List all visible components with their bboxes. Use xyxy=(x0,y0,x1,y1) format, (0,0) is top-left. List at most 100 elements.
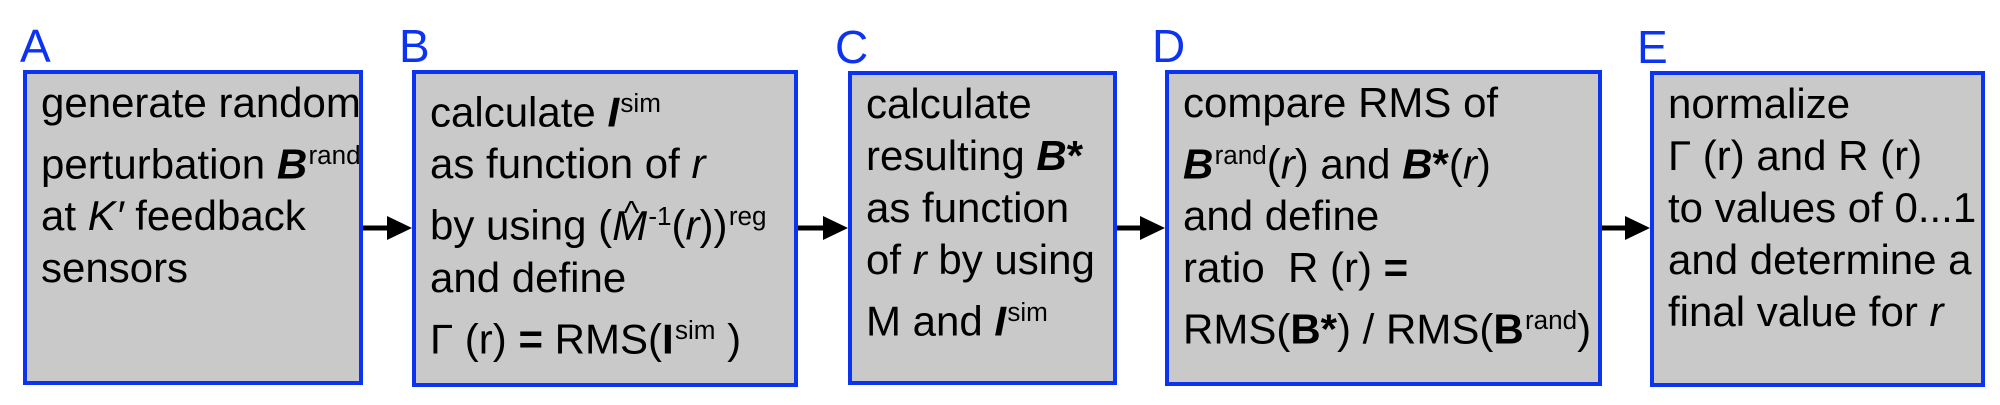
text-segment: normalize xyxy=(1668,80,1851,127)
step-label-d: D xyxy=(1152,20,1186,72)
text-segment: ( xyxy=(671,201,686,249)
flow-arrow-icon xyxy=(1117,215,1165,241)
text-line: final value for r xyxy=(1668,286,1981,338)
flow-arrow-icon xyxy=(1602,215,1650,241)
text-line: to values of 0...1 xyxy=(1668,182,1981,234)
text-segment: Γ (r) xyxy=(430,314,519,362)
text-segment: as function xyxy=(866,184,1070,231)
text-line: normalize xyxy=(1668,78,1981,130)
text-line: M and Isim xyxy=(866,286,1113,347)
text-segment: of xyxy=(866,236,913,283)
step-label-a: A xyxy=(20,20,51,72)
text-segment: -1 xyxy=(648,201,672,232)
text-segment: Γ (r) and R (r) xyxy=(1668,132,1923,179)
text-segment: and define xyxy=(430,253,627,301)
flow-arrow-icon xyxy=(798,215,848,241)
text-segment: B xyxy=(1402,140,1433,188)
text-segment: sim xyxy=(1007,297,1048,327)
text-line: by using (M^-1(r))reg xyxy=(430,190,794,251)
step-text-e: normalize Γ (r) and R (r) to values of 0..… xyxy=(1668,78,1981,338)
text-segment: r xyxy=(685,201,700,249)
text-segment: = xyxy=(1383,244,1409,292)
text-line: ratio R (r) = xyxy=(1183,242,1598,294)
text-line: resulting B* xyxy=(866,130,1113,182)
step-box-e: normalize Γ (r) and R (r) to values of 0..… xyxy=(1650,71,1985,387)
flow-arrow-icon xyxy=(363,215,412,241)
text-segment: * xyxy=(1066,132,1084,179)
step-label-e: E xyxy=(1637,21,1668,73)
text-segment: r xyxy=(1280,140,1295,188)
text-segment: generate random xyxy=(41,79,361,126)
text-line: sensors xyxy=(41,242,359,294)
text-line: and determine a xyxy=(1668,234,1981,286)
text-segment: RMS( xyxy=(542,314,662,362)
text-segment: )) xyxy=(699,201,728,249)
text-segment: sim xyxy=(674,314,716,345)
text-segment: ) and xyxy=(1294,140,1403,188)
text-segment: I xyxy=(607,88,620,136)
text-line: Γ (r) = RMS(Isim ) xyxy=(430,304,794,365)
text-segment: feedback xyxy=(135,192,306,240)
text-segment: and define xyxy=(1183,192,1380,240)
text-segment: ) xyxy=(1476,140,1491,188)
text-segment: by using xyxy=(926,236,1095,283)
text-segment: ) / RMS( xyxy=(1337,305,1494,353)
text-line: as function of r xyxy=(430,138,794,190)
text-segment: ) xyxy=(1577,305,1592,353)
text-segment: ( xyxy=(1266,140,1281,188)
text-line: calculate Isim xyxy=(430,77,794,138)
text-segment: rand xyxy=(1214,140,1267,170)
text-segment: rand xyxy=(308,140,361,170)
text-segment: ( xyxy=(1448,140,1463,188)
text-segment: RMS( xyxy=(1183,305,1291,353)
text-segment: B xyxy=(1036,132,1067,179)
text-segment: to values of 0...1 xyxy=(1668,184,1977,231)
text-line: compare RMS of xyxy=(1183,77,1598,129)
step-label-b: B xyxy=(399,20,430,72)
text-segment: calculate xyxy=(866,80,1032,127)
text-segment: final value for xyxy=(1668,288,1930,335)
text-segment: I xyxy=(994,297,1007,345)
text-line: generate random xyxy=(41,77,361,129)
text-line: and define xyxy=(1183,190,1598,242)
text-segment: * xyxy=(1432,140,1449,188)
text-segment: ) xyxy=(715,314,742,362)
text-segment: compare RMS of xyxy=(1183,79,1499,126)
text-line: and define xyxy=(430,252,794,304)
text-segment: and determine a xyxy=(1668,236,1972,283)
text-line: calculate xyxy=(866,78,1113,130)
text-line: Γ (r) and R (r) xyxy=(1668,130,1981,182)
step-label-c: C xyxy=(835,21,869,73)
text-line: of r by using xyxy=(866,234,1113,286)
text-segment: sim xyxy=(620,88,661,118)
text-segment: I xyxy=(661,314,674,362)
text-segment: B* xyxy=(1290,305,1338,353)
text-line: RMS(B*) / RMS(Brand) xyxy=(1183,294,1598,355)
text-segment: rand xyxy=(1524,305,1578,336)
text-segment: M and xyxy=(866,297,995,345)
flow-step-e: E normalize Γ (r) and R (r) to values of 0… xyxy=(1637,24,1985,387)
text-segment: r xyxy=(912,236,927,283)
text-segment: perturbation xyxy=(41,140,277,188)
text-segment: at xyxy=(41,192,88,240)
text-segment: B xyxy=(1493,305,1524,353)
text-segment: = xyxy=(518,314,543,362)
text-segment: by using ( xyxy=(430,201,613,249)
text-segment: resulting xyxy=(866,132,1037,179)
text-segment: K′ xyxy=(87,192,136,240)
text-segment: sensors xyxy=(41,244,189,292)
text-segment: reg xyxy=(728,201,767,232)
text-segment: ratio R (r) xyxy=(1183,244,1384,292)
